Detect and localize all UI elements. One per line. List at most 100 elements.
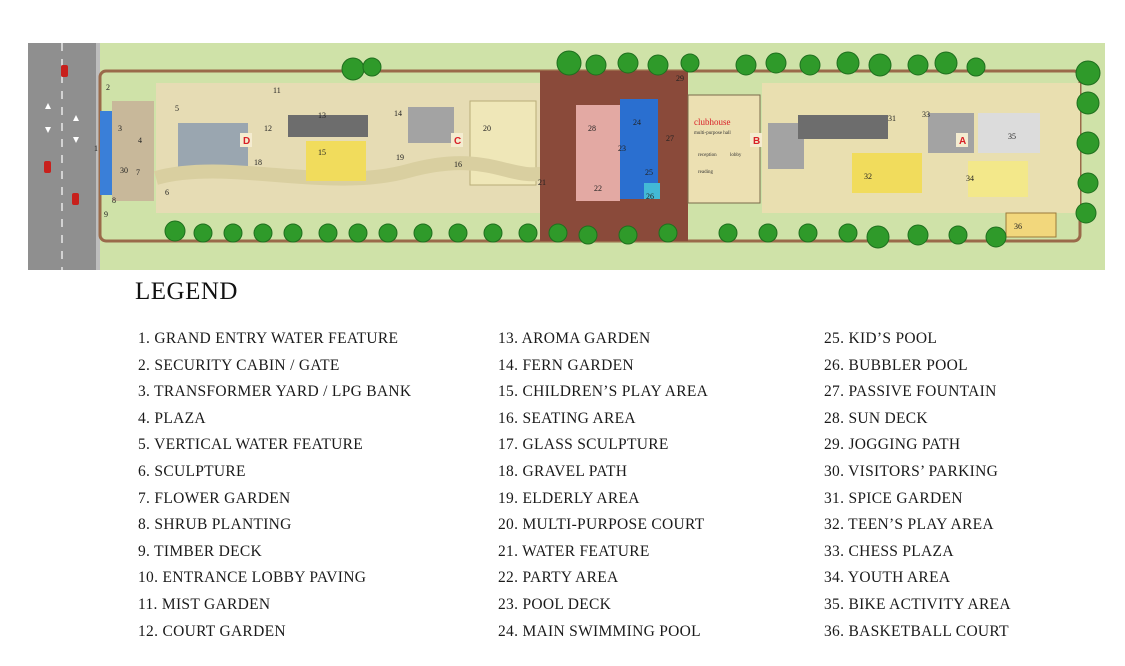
svg-text:21: 21: [538, 178, 546, 187]
legend-item: 11. MIST GARDEN: [138, 595, 271, 613]
legend-item: 14. FERN GARDEN: [498, 356, 634, 374]
legend-item: 1. GRAND ENTRY WATER FEATURE: [138, 330, 399, 347]
svg-text:24: 24: [633, 118, 641, 127]
svg-text:1: 1: [94, 144, 98, 153]
legend-item: 33. CHESS PLAZA: [824, 542, 954, 560]
legend-item: 35. BIKE ACTIVITY AREA: [824, 595, 1011, 613]
car-markers: [44, 65, 79, 205]
legend-item: 30. VISITORS’ PARKING: [824, 462, 999, 480]
legend-item: 12. COURT GARDEN: [138, 622, 286, 640]
legend-item: 6. SCULPTURE: [138, 462, 246, 480]
block-labels: A B C D: [240, 133, 968, 147]
room-label-reading: reading: [698, 170, 713, 175]
legend-item: 16. SEATING AREA: [498, 409, 636, 427]
bike-activity-area: [978, 113, 1040, 153]
svg-text:29: 29: [676, 74, 684, 83]
svg-text:25: 25: [645, 168, 653, 177]
site-plan-map: clubhouse multi-purpose hall reception l…: [28, 43, 1105, 270]
svg-text:23: 23: [618, 144, 626, 153]
legend-item: 32. TEEN’S PLAY AREA: [824, 516, 994, 534]
legend-title: LEGEND: [135, 278, 238, 305]
svg-text:3: 3: [118, 124, 122, 133]
svg-text:5: 5: [175, 104, 179, 113]
svg-text:12: 12: [264, 124, 272, 133]
legend-item: 20. MULTI-PURPOSE COURT: [498, 516, 705, 534]
legend-item: 17. GLASS SCULPTURE: [498, 436, 669, 454]
entry-plaza: [112, 101, 154, 201]
teens-play-area: [852, 153, 922, 193]
legend-item: 19. ELDERLY AREA: [498, 489, 640, 507]
legend-item: 4. PLAZA: [138, 409, 206, 427]
svg-text:28: 28: [588, 124, 596, 133]
svg-text:32: 32: [864, 172, 872, 181]
svg-text:36: 36: [1014, 222, 1022, 231]
legend-item: 31. SPICE GARDEN: [824, 489, 963, 507]
block-label-b: B: [753, 136, 760, 147]
legend-item: 9. TIMBER DECK: [138, 542, 263, 560]
room-label-reception: reception: [698, 153, 717, 158]
legend-item: 24. MAIN SWIMMING POOL: [498, 622, 701, 640]
legend-item: 28. SUN DECK: [824, 409, 928, 427]
kids-pool: [644, 183, 660, 199]
legend-item: 8. SHRUB PLANTING: [138, 516, 292, 534]
legend-item: 27. PASSIVE FOUNTAIN: [824, 383, 997, 401]
legend-item: 26. BUBBLER POOL: [824, 356, 968, 374]
svg-text:7: 7: [136, 168, 140, 177]
legend-item: 22. PARTY AREA: [498, 569, 619, 587]
svg-text:16: 16: [454, 160, 462, 169]
legend-column-2: 13. AROMA GARDEN 14. FERN GARDEN 15. CHI…: [498, 329, 708, 648]
svg-text:35: 35: [1008, 132, 1016, 141]
svg-text:31: 31: [888, 114, 896, 123]
block-label-c: C: [454, 136, 461, 147]
svg-text:27: 27: [666, 134, 674, 143]
svg-text:14: 14: [394, 109, 402, 118]
room-label-lobby: lobby: [730, 153, 742, 158]
block-d-footprint: [178, 123, 248, 171]
block-label-d: D: [243, 136, 250, 147]
legend-column-3: 25. KID’S POOL 26. BUBBLER POOL 27. PASS…: [824, 329, 1011, 648]
legend-item: 13. AROMA GARDEN: [498, 330, 651, 347]
number-markers: 1 2 3 4 5 6 7 8 9 11 12 13 14 15 16 18 1…: [94, 74, 1022, 231]
legend-item: 7. FLOWER GARDEN: [138, 489, 291, 507]
legend-item: 5. VERTICAL WATER FEATURE: [138, 436, 364, 454]
youth-area: [968, 161, 1028, 197]
legend-item: 18. GRAVEL PATH: [498, 462, 628, 480]
svg-text:11: 11: [273, 86, 281, 95]
svg-text:33: 33: [922, 110, 930, 119]
svg-text:19: 19: [396, 153, 404, 162]
pool-deck: [576, 105, 620, 201]
legend-item: 36. BASKETBALL COURT: [824, 622, 1009, 640]
svg-text:30: 30: [120, 166, 128, 175]
tree-canopy: [164, 50, 1101, 249]
main-swimming-pool: [620, 99, 658, 199]
road-arrows: [45, 103, 79, 143]
legend-item: 25. KID’S POOL: [824, 330, 938, 347]
svg-text:2: 2: [106, 83, 110, 92]
svg-text:6: 6: [165, 188, 169, 197]
svg-text:26: 26: [646, 192, 654, 201]
legend-item: 23. POOL DECK: [498, 595, 612, 613]
legend-item: 29. JOGGING PATH: [824, 436, 961, 454]
svg-text:15: 15: [318, 148, 326, 157]
grand-entry-water-feature: [100, 111, 112, 195]
clubhouse-building: [687, 94, 761, 204]
svg-text:18: 18: [254, 158, 262, 167]
svg-text:8: 8: [112, 196, 116, 205]
legend-item: 21. WATER FEATURE: [498, 542, 650, 560]
svg-text:22: 22: [594, 184, 602, 193]
clubhouse-sublabel: multi-purpose hall: [694, 131, 731, 136]
legend-column-1: 1. GRAND ENTRY WATER FEATURE 2. SECURITY…: [138, 329, 411, 648]
svg-text:9: 9: [104, 210, 108, 219]
clubhouse-label: clubhouse: [694, 117, 731, 127]
svg-text:34: 34: [966, 174, 974, 183]
legend-item: 2. SECURITY CABIN / GATE: [138, 356, 340, 374]
block-c-footprint: [408, 107, 454, 143]
legend-item: 15. CHILDREN’S PLAY AREA: [498, 383, 709, 401]
svg-text:13: 13: [318, 111, 326, 120]
basketball-court: [1005, 212, 1057, 238]
legend-item: 3. TRANSFORMER YARD / LPG BANK: [138, 383, 412, 401]
block-label-a: A: [959, 136, 966, 147]
legend-item: 10. ENTRANCE LOBBY PAVING: [138, 569, 367, 587]
svg-text:4: 4: [138, 136, 142, 145]
legend-item: 34. YOUTH AREA: [824, 569, 951, 587]
